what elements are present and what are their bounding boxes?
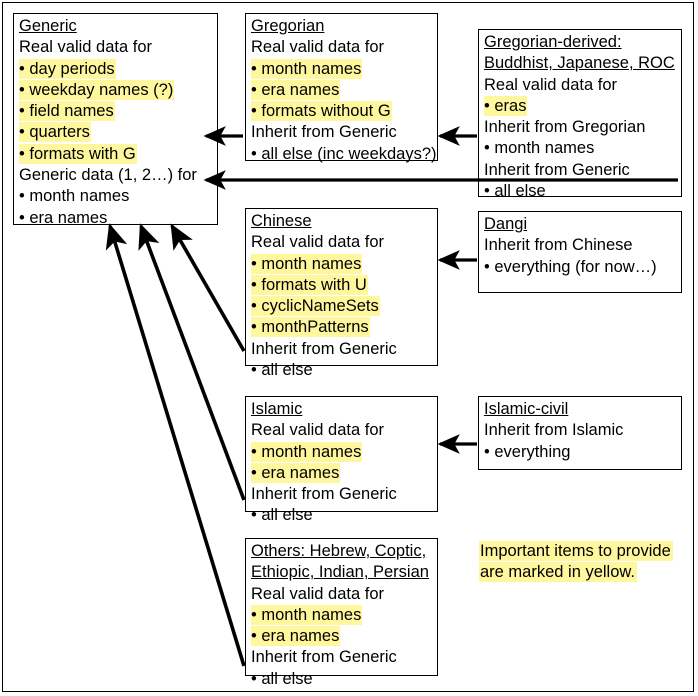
box-gregorian-line-5: Inherit from Generic [251,123,397,142]
box-islamic-item-all-else: • all else [251,506,313,525]
box-gregorian-item-month-names: • month names [251,58,363,79]
box-others-item-era-names: • era names [251,626,341,647]
box-chinese-item-cyclic-name-sets: • cyclicNameSets [251,296,380,317]
box-generic-line-1: Real valid data for [19,38,152,57]
box-generic-item-quarters: • quarters [19,122,91,143]
box-chinese-line-1: Real valid data for [251,233,384,252]
box-generic[interactable]: Generic Real valid data for • day period… [13,13,218,227]
box-dangi[interactable]: Dangi Inherit from Chinese • everything … [478,211,682,293]
box-gregorian-derived-line-4: Inherit from Gregorian [484,118,646,137]
box-chinese-item-month-patterns: • monthPatterns [251,317,370,338]
box-gregorian-derived-item-eras: • eras [484,95,528,116]
box-islamic[interactable]: Islamic Real valid data for • month name… [245,396,438,524]
box-islamic-line-1: Real valid data for [251,421,384,440]
box-dangi-title: Dangi [484,215,528,233]
box-chinese-line-6: Inherit from Generic [251,339,397,358]
box-generic-item-month-names: • month names [19,187,130,206]
box-others-line-5: Inherit from Generic [251,648,397,667]
box-gregorian-derived[interactable]: Gregorian-derived: Buddhist, Japanese, R… [478,29,682,200]
box-chinese[interactable]: Chinese Real valid data for • month name… [245,208,438,379]
box-gregorian[interactable]: Gregorian Real valid data for • month na… [245,13,438,163]
box-gregorian-item-formats-without-g: • formats without G [251,101,392,122]
box-gregorian-derived-line-2: Real valid data for [484,75,617,94]
box-gregorian-derived-item-all-else: • all else [484,182,546,201]
box-generic-item-era-names: • era names [19,208,108,227]
box-others-title-2: Ethiopic, Indian, Persian [251,563,429,582]
box-islamic-item-month-names: • month names [251,441,363,462]
box-others-item-month-names: • month names [251,604,363,625]
box-islamic-line-4: Inherit from Generic [251,485,397,504]
box-chinese-item-month-names: • month names [251,253,363,274]
box-others[interactable]: Others: Hebrew, Coptic, Ethiopic, Indian… [245,538,438,688]
box-others-line-2: Real valid data for [251,584,384,603]
box-islamic-civil-title: Islamic-civil [484,400,569,418]
box-islamic-item-era-names: • era names [251,462,341,483]
box-chinese-item-formats-with-u: • formats with U [251,274,368,295]
legend-note-line-2: are marked in yellow. [479,562,637,583]
box-generic-title: Generic [19,17,77,35]
box-islamic-civil[interactable]: Islamic-civil Inherit from Islamic • eve… [478,396,682,470]
box-gregorian-title: Gregorian [251,17,325,35]
box-gregorian-derived-line-6: Inherit from Generic [484,160,630,179]
box-others-item-all-else: • all else [251,669,313,688]
box-dangi-item-everything: • everything (for now…) [484,257,657,276]
box-gregorian-derived-title-1: Gregorian-derived: [484,33,622,51]
legend-note: Important items to provide are marked in… [479,541,689,584]
legend-note-line-1: Important items to provide [479,541,673,561]
box-gregorian-item-era-names: • era names [251,79,341,100]
box-islamic-civil-line-1: Inherit from Islamic [484,421,624,440]
box-generic-item-field-names: • field names [19,101,115,122]
box-chinese-item-all-else: • all else [251,361,313,380]
box-others-title-1: Others: Hebrew, Coptic, [251,542,427,560]
box-islamic-title: Islamic [251,400,303,418]
box-generic-item-day-periods: • day periods [19,58,116,79]
box-gregorian-line-1: Real valid data for [251,38,384,57]
box-islamic-civil-item-everything: • everything [484,442,571,461]
box-generic-item-weekday-names: • weekday names (?) [19,79,175,100]
box-gregorian-derived-item-month-names: • month names [484,139,595,158]
box-generic-item-formats-with-g: • formats with G [19,143,137,164]
box-gregorian-derived-title-2: Buddhist, Japanese, ROC [484,54,675,73]
box-dangi-line-1: Inherit from Chinese [484,236,633,255]
box-chinese-title: Chinese [251,212,312,230]
box-generic-line-7: Generic data (1, 2…) for [19,166,197,185]
box-gregorian-item-all-else: • all else (inc weekdays?) [251,144,437,163]
